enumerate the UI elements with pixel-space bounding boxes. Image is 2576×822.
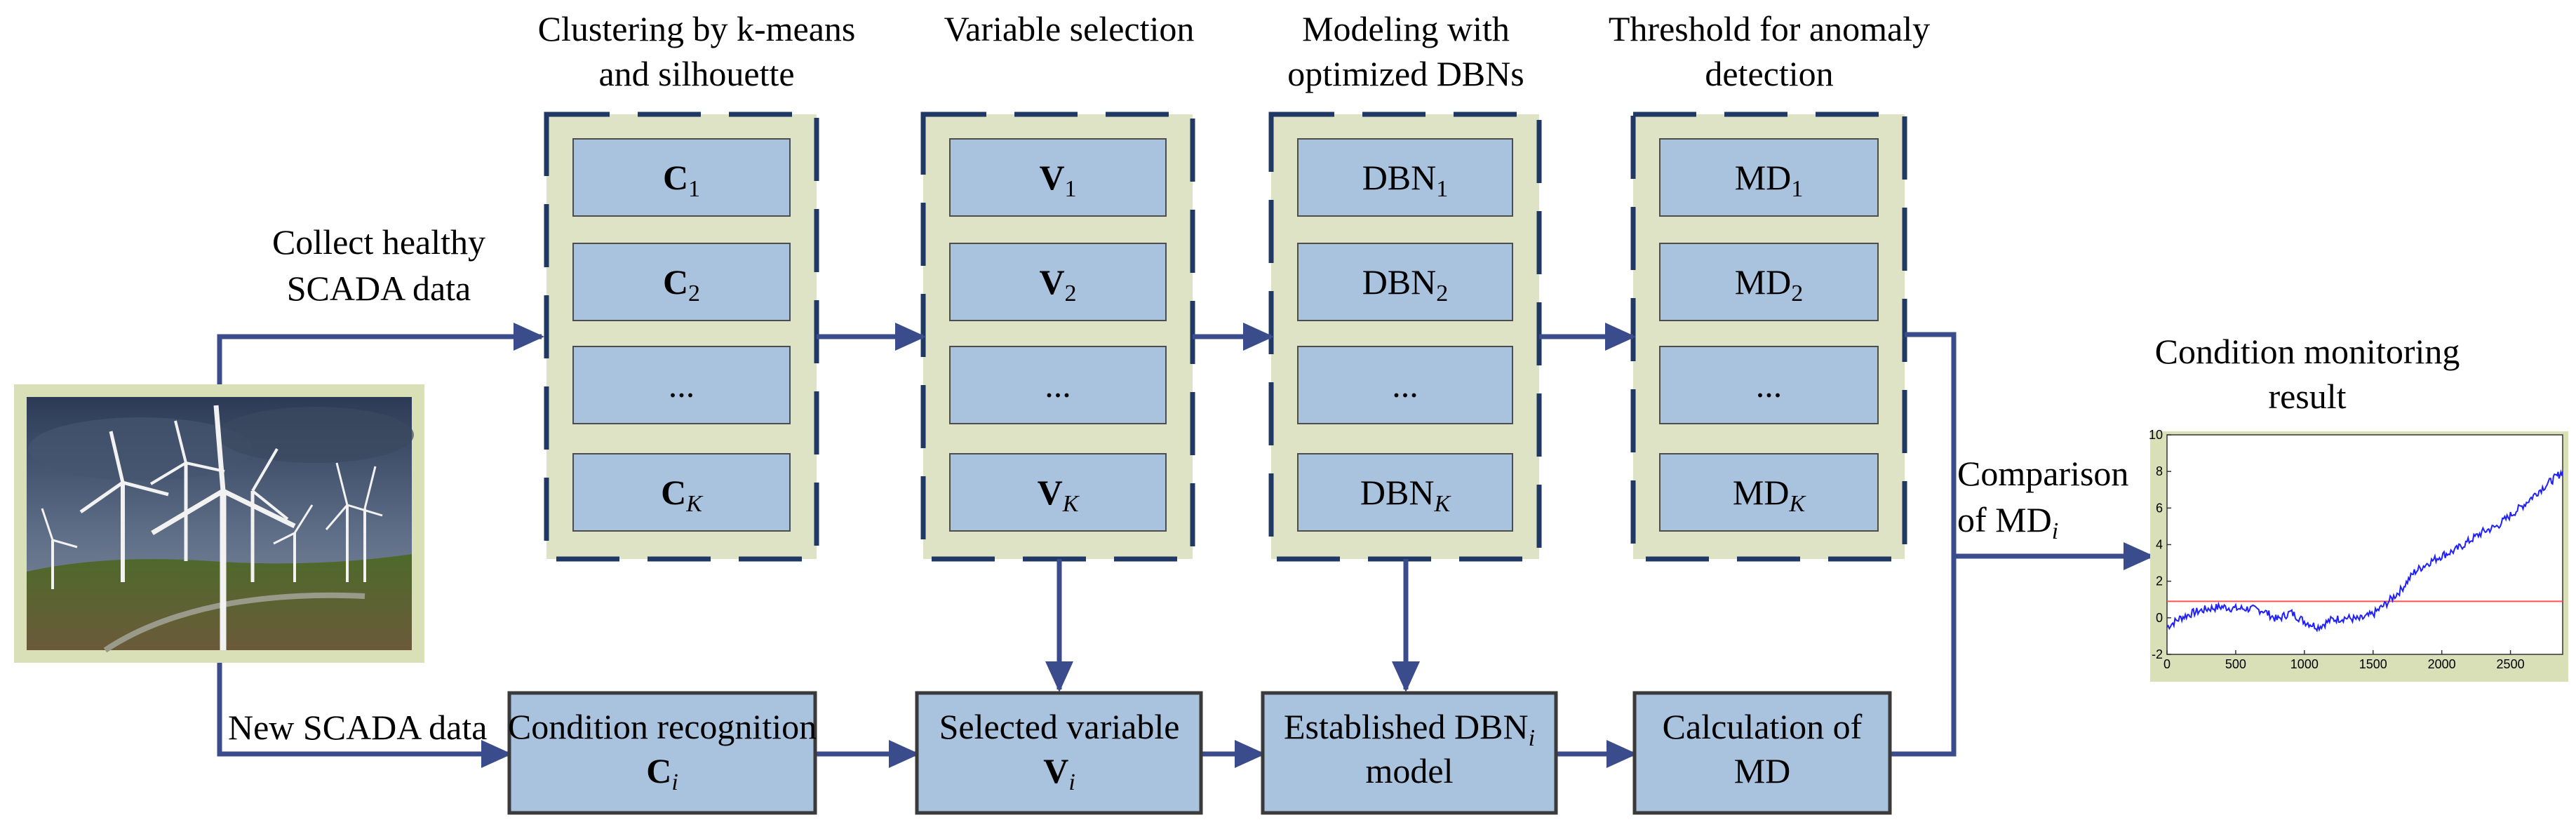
stage-titles: Clustering by k-means and silhouette Var… bbox=[538, 9, 1930, 93]
stage-item-threshold-4: MDK bbox=[1659, 453, 1879, 532]
chart-y-tick-label: 8 bbox=[2156, 464, 2163, 478]
chart-y-tick-label: 0 bbox=[2156, 611, 2163, 625]
stage-title-modeling-line1: Modeling with bbox=[1302, 9, 1510, 48]
stage-item-threshold-1: MD1 bbox=[1659, 138, 1879, 217]
stage-item-label: CK bbox=[661, 473, 704, 517]
established-dbn-label: Established DBNi bbox=[1284, 707, 1535, 751]
stage-item-threshold-2: MD2 bbox=[1659, 243, 1879, 321]
stage-item-modeling-2: DBN2 bbox=[1297, 243, 1513, 321]
result-title-line2: result bbox=[2268, 377, 2346, 416]
stage-item-label: V2 bbox=[1039, 262, 1076, 306]
chart-y-tick-label: 10 bbox=[2149, 428, 2163, 442]
stage-title-clustering-line1: Clustering by k-means bbox=[538, 9, 856, 48]
threshold-to-comparison-line bbox=[1890, 332, 1957, 757]
stage-item-label: ... bbox=[1392, 365, 1418, 405]
chart-x-tick-label: 500 bbox=[2225, 657, 2246, 671]
chart-x-tick-label: 1000 bbox=[2290, 657, 2319, 671]
chart-plot-area bbox=[2166, 434, 2563, 655]
chart-y-tick-label: 2 bbox=[2156, 574, 2163, 588]
scada-data-label: SCADA data bbox=[287, 269, 471, 308]
comparison-of-md-label: of MDi bbox=[1957, 500, 2058, 544]
new-scada-arrow bbox=[217, 663, 512, 768]
selected-variable-label: Selected variable bbox=[939, 707, 1180, 746]
stage-item-modeling-3: ... bbox=[1297, 346, 1513, 424]
stage-item-label: DBNK bbox=[1360, 473, 1452, 517]
stage-item-label: ... bbox=[1045, 365, 1071, 405]
wind-turbine-photo bbox=[14, 384, 424, 663]
stage-item-label: MD2 bbox=[1735, 262, 1804, 306]
stage-item-label: V1 bbox=[1039, 158, 1076, 202]
established-dbn-model: model bbox=[1366, 751, 1454, 790]
stage-item-label: MDK bbox=[1733, 473, 1807, 517]
stage-title-threshold-line1: Threshold for anomaly bbox=[1609, 9, 1930, 48]
stage-item-clustering-2: C2 bbox=[572, 243, 791, 321]
stage-item-label: DBN2 bbox=[1362, 262, 1449, 306]
stage-item-variable-selection-3: ... bbox=[949, 346, 1167, 424]
condition-recognition-symbol: Ci bbox=[646, 751, 678, 795]
side-labels: Collect healthy SCADA data New SCADA dat… bbox=[228, 222, 2460, 747]
collect-healthy-label: Collect healthy bbox=[272, 222, 485, 262]
stage-item-modeling-1: DBN1 bbox=[1297, 138, 1513, 217]
connectors bbox=[217, 323, 2154, 768]
stage-item-label: DBN1 bbox=[1362, 158, 1449, 202]
chart-y-tick-label: 6 bbox=[2156, 501, 2163, 515]
new-scada-data-label: New SCADA data bbox=[228, 708, 487, 747]
stage-item-label: MD1 bbox=[1735, 158, 1804, 202]
stage-item-label: ... bbox=[669, 365, 695, 405]
stage-title-modeling-line2: optimized DBNs bbox=[1287, 54, 1524, 93]
chart-x-tick-label: 2000 bbox=[2428, 657, 2456, 671]
collect-arrow bbox=[217, 323, 544, 384]
stage-item-clustering-1: C1 bbox=[572, 138, 791, 217]
chart-x-tick-label: 1500 bbox=[2359, 657, 2387, 671]
stage-title-variable-selection: Variable selection bbox=[944, 9, 1195, 48]
bottom-box-established-dbn: Established DBNi model bbox=[1261, 691, 1558, 815]
calculation-md-label: MD bbox=[1734, 751, 1791, 790]
bottom-box-selected-variable: Selected variable Vi bbox=[915, 691, 1203, 815]
stage-item-variable-selection-4: VK bbox=[949, 453, 1167, 532]
bottom-row: Condition recognition Ci Selected variab… bbox=[507, 691, 1892, 815]
bottom-box-calculation-md: Calculation of MD bbox=[1632, 691, 1892, 815]
chart-x-tick-label: 2500 bbox=[2497, 657, 2525, 671]
calculation-of-label: Calculation of bbox=[1663, 707, 1863, 746]
stage-item-clustering-3: ... bbox=[572, 346, 791, 424]
chart-series-line bbox=[2166, 469, 2563, 633]
stage-item-label: VK bbox=[1038, 473, 1080, 517]
stage-item-label: C2 bbox=[663, 262, 700, 306]
stage-item-threshold-3: ... bbox=[1659, 346, 1879, 424]
bottom-box-condition-recognition: Condition recognition Ci bbox=[507, 691, 817, 815]
stage-title-threshold-line2: detection bbox=[1705, 54, 1833, 93]
comparison-label: Comparison bbox=[1957, 454, 2128, 493]
stage-item-clustering-4: CK bbox=[572, 453, 791, 532]
chart-y-tick-label: -2 bbox=[2152, 647, 2163, 661]
result-title-line1: Condition monitoring bbox=[2155, 332, 2460, 371]
chart-x-tick-label: 0 bbox=[2164, 657, 2171, 671]
stage-item-label: C1 bbox=[663, 158, 700, 202]
stage-item-modeling-4: DBNK bbox=[1297, 453, 1513, 532]
stage-title-clustering-line2: and silhouette bbox=[598, 54, 794, 93]
condition-recognition-label: Condition recognition bbox=[508, 707, 817, 746]
selected-variable-symbol: Vi bbox=[1043, 751, 1075, 795]
stage-item-label: ... bbox=[1756, 365, 1783, 405]
stage-item-variable-selection-2: V2 bbox=[949, 243, 1167, 321]
stage-item-variable-selection-1: V1 bbox=[949, 138, 1167, 217]
chart-y-tick-label: 4 bbox=[2156, 538, 2163, 552]
